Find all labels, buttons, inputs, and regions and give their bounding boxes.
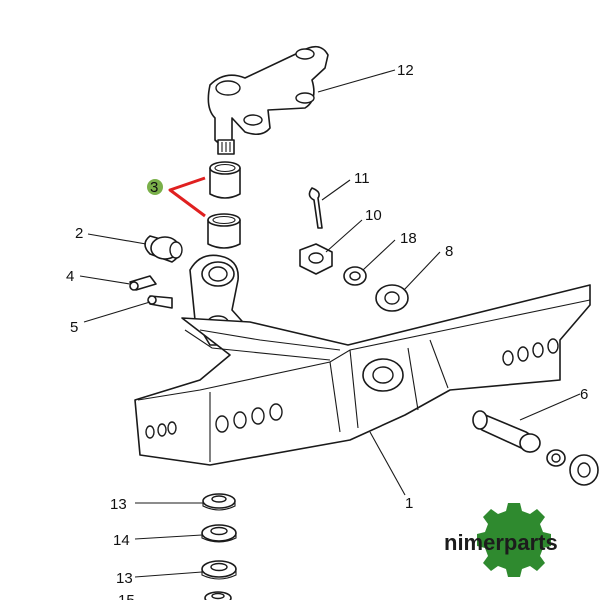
cotter-pin-part-11 xyxy=(308,187,323,229)
pivot-pin-part-6 xyxy=(472,410,541,453)
callout-part-3 xyxy=(147,176,206,218)
label-part-3: 3 xyxy=(150,179,158,196)
shim-part-13-lower xyxy=(201,560,237,580)
brand-wordmark: nimerparts xyxy=(444,530,558,555)
label-part-18: 18 xyxy=(400,230,417,247)
steering-arm-part-12 xyxy=(207,45,329,155)
label-part-13-lower: 13 xyxy=(116,570,133,587)
washer-part-18 xyxy=(343,266,367,286)
bushing-part-2 xyxy=(144,235,183,263)
label-part-11: 11 xyxy=(354,170,370,187)
label-part-8: 8 xyxy=(445,243,453,260)
label-part-15: 15 xyxy=(118,592,135,600)
shim-part-13-upper xyxy=(202,493,236,511)
label-part-13-upper: 13 xyxy=(110,496,127,513)
grease-fitting-part-4 xyxy=(129,275,157,291)
front-axle-beam-part-1 xyxy=(134,284,591,466)
washer-right-a xyxy=(546,449,566,467)
bushing-upper-part-3 xyxy=(209,161,241,199)
leader-lines xyxy=(79,69,581,578)
shim-part-15 xyxy=(204,591,232,600)
label-part-12: 12 xyxy=(397,62,414,79)
brand-gear-icon xyxy=(477,503,551,577)
washer-right-b xyxy=(569,454,599,486)
label-part-5: 5 xyxy=(70,319,78,336)
washer-part-8 xyxy=(375,284,409,312)
label-part-2: 2 xyxy=(75,225,83,242)
washer-part-14 xyxy=(201,524,237,543)
castle-nut-part-10 xyxy=(299,243,333,275)
label-part-10: 10 xyxy=(365,207,382,224)
grease-fitting-part-5 xyxy=(147,295,173,309)
bushing-lower-part-3 xyxy=(207,213,241,249)
label-part-6: 6 xyxy=(580,386,588,403)
label-part-14: 14 xyxy=(113,532,130,549)
label-part-4: 4 xyxy=(66,268,74,285)
label-part-1: 1 xyxy=(405,495,413,512)
